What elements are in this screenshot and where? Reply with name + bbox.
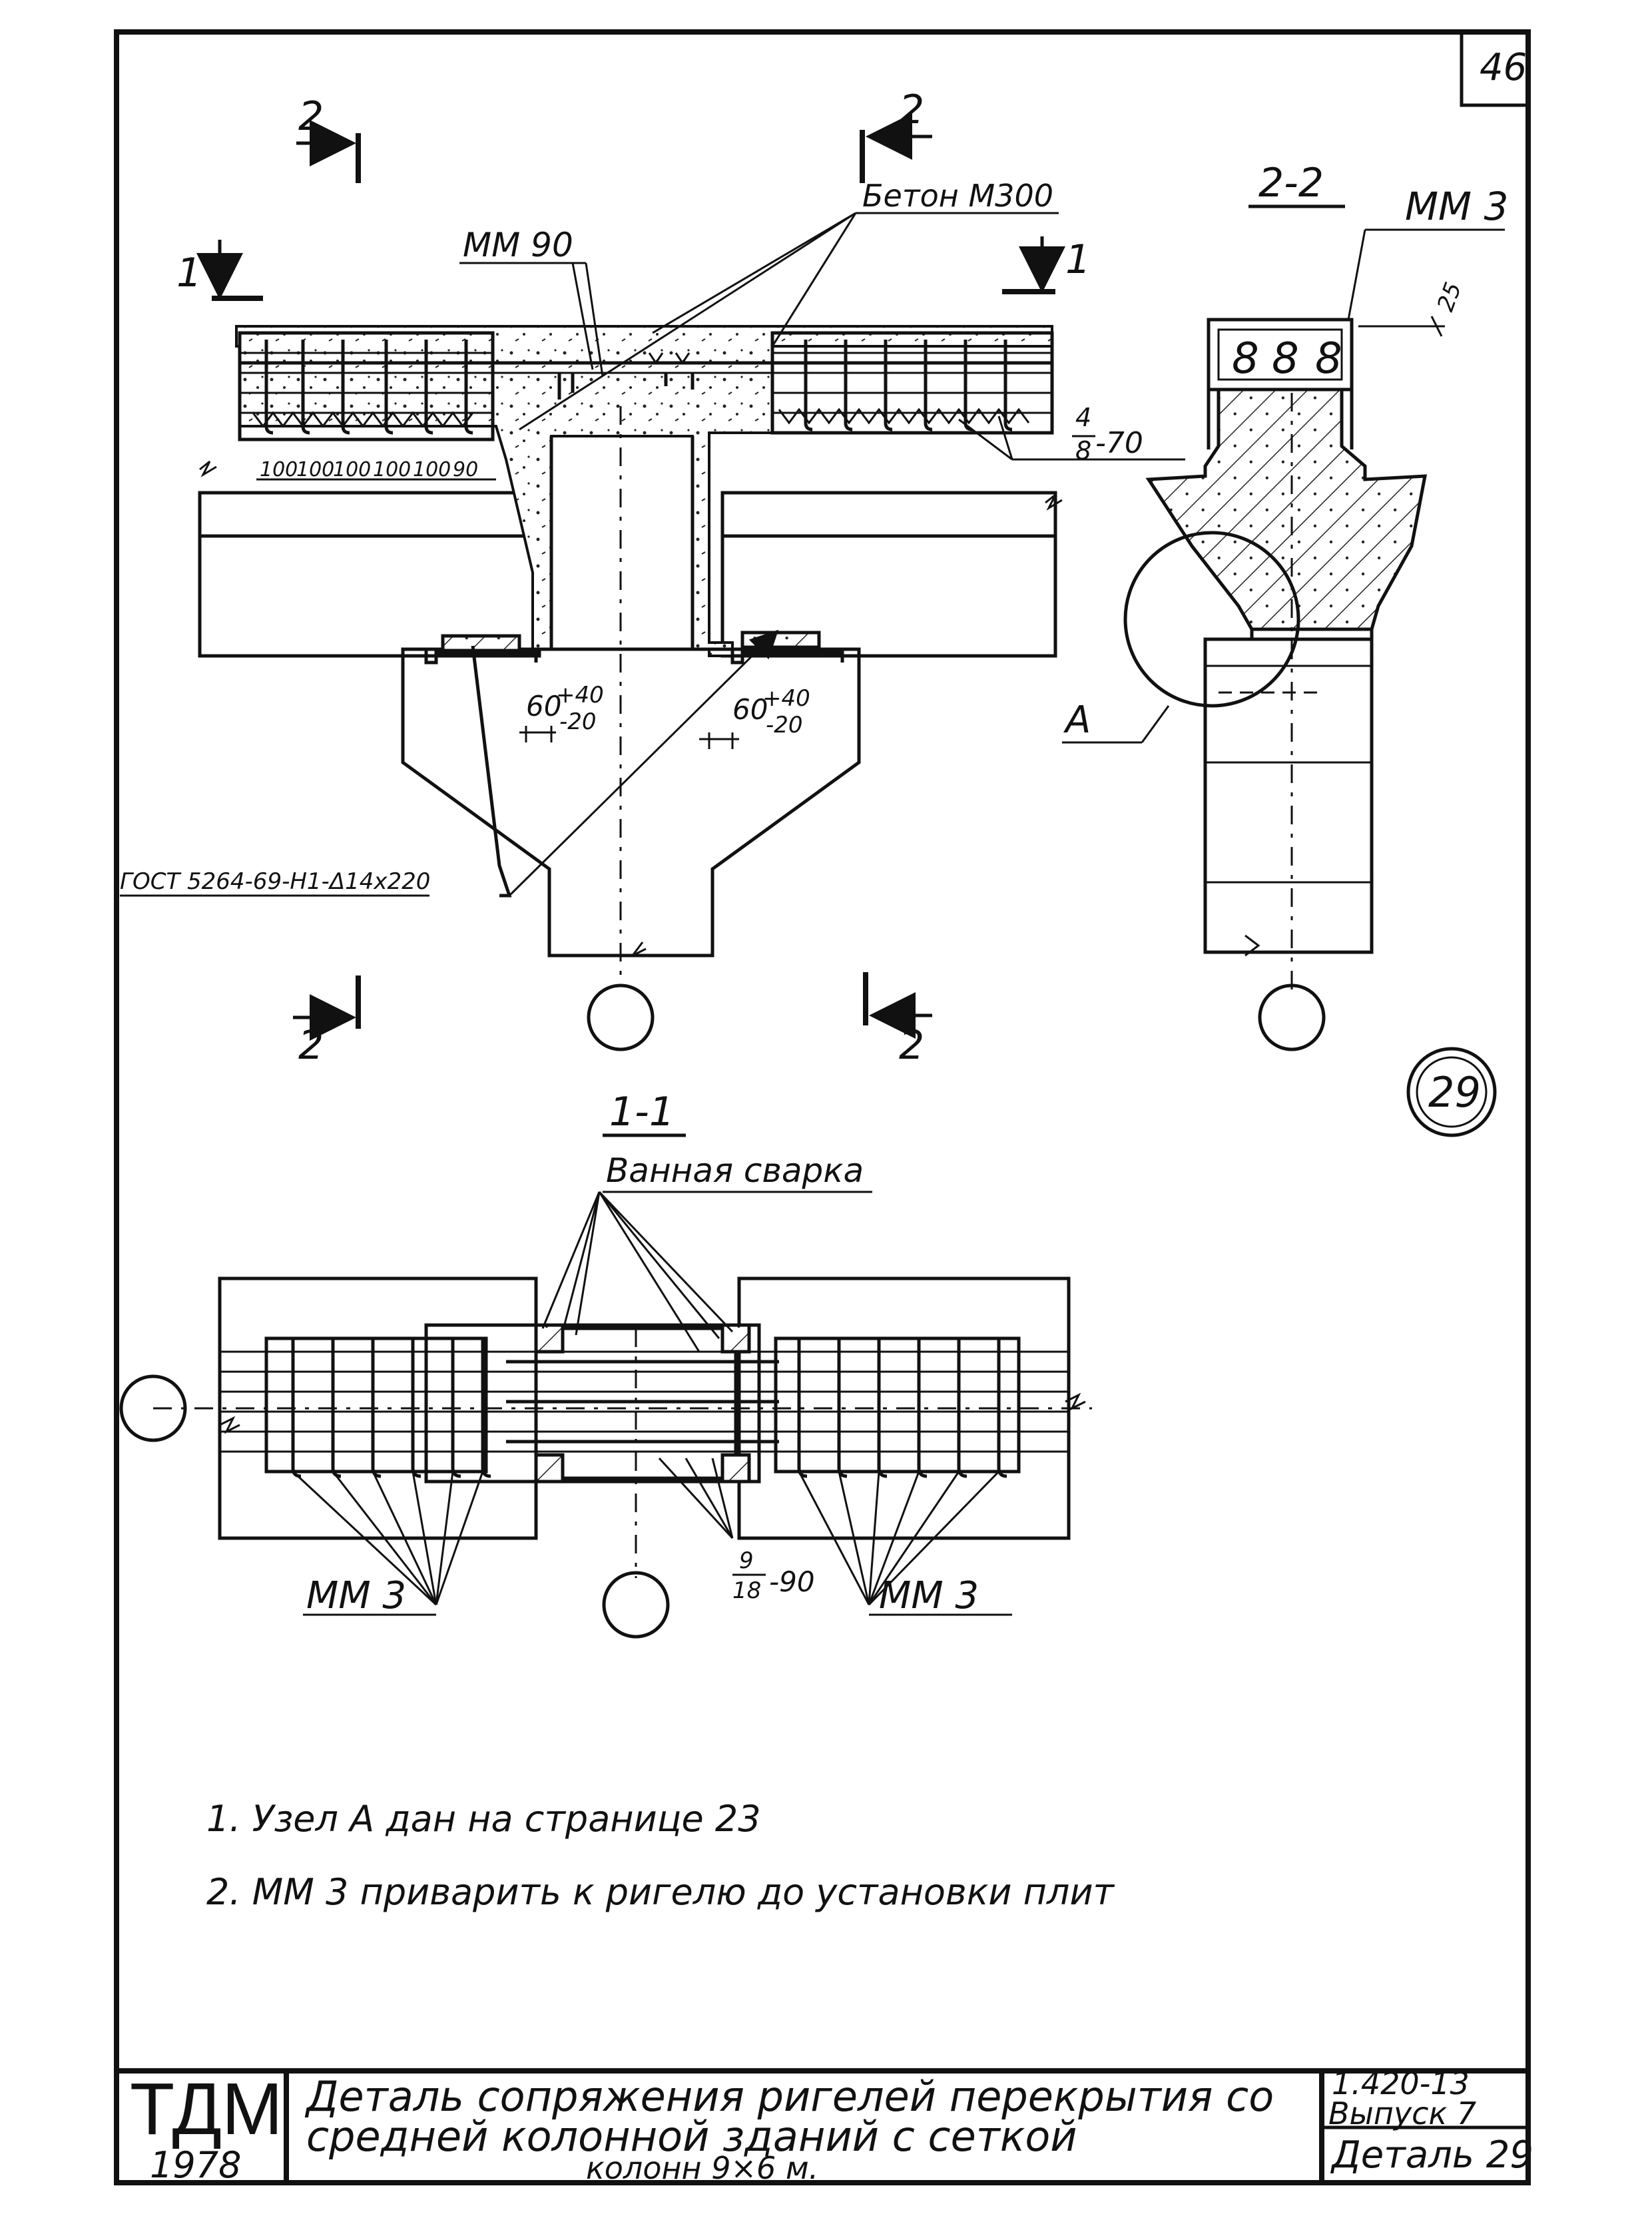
drawing-title-line-2: средней колонной зданий с сеткой xyxy=(306,2112,1077,2161)
section-1-1-plan: 1-1 Ванная сварка xyxy=(119,1089,1092,1639)
svg-text:2: 2 xyxy=(298,93,324,140)
svg-text:25: 25 xyxy=(1432,279,1467,315)
svg-text:-20: -20 xyxy=(559,708,597,735)
issue-number: Выпуск 7 xyxy=(1328,2095,1476,2131)
axis-bubble-section xyxy=(1258,983,1326,1051)
rebar-4-70-label: 4 8 -70 xyxy=(1072,403,1143,465)
svg-text:2: 2 xyxy=(899,87,924,133)
svg-text:60: 60 xyxy=(526,690,561,722)
org-year: 1978 xyxy=(150,2144,241,2186)
drawing-title-line-3: колонн 9×6 м. xyxy=(586,2150,818,2186)
note-1: 1. Узел А дан на странице 23 xyxy=(206,1798,761,1840)
svg-text:4: 4 xyxy=(1075,403,1091,432)
svg-text:100: 100 xyxy=(260,458,298,481)
section-mark-2-top-left: 2 xyxy=(296,93,361,183)
svg-text:100: 100 xyxy=(333,458,371,481)
section-mark-2-bottom-right: 2 xyxy=(863,972,932,1069)
svg-text:1: 1 xyxy=(176,250,202,296)
leader-lines-elevation xyxy=(120,212,1185,898)
middle-column xyxy=(401,406,861,1051)
section-mark-1-left: 1 xyxy=(176,240,263,301)
svg-text:-20: -20 xyxy=(766,712,803,738)
gap-dimension-right: 60 +40 -20 xyxy=(699,685,810,749)
page-number: 46 xyxy=(1480,46,1527,89)
svg-text:8: 8 xyxy=(1075,436,1091,465)
section-mark-2-bottom-left: 2 xyxy=(293,975,361,1069)
node-a-label: А xyxy=(1063,698,1091,742)
right-slab-reinforcement xyxy=(770,331,1054,435)
section-1-1-title: 1-1 xyxy=(609,1089,675,1135)
detail-badge-outer xyxy=(1406,1047,1497,1137)
section-mark-1-right: 1 xyxy=(1002,236,1091,294)
gost-weld-label: ГОСТ 5264-69-Н1-Δ14х220 xyxy=(120,868,430,895)
svg-text:+40: +40 xyxy=(762,685,810,712)
section-mark-2-top-right: 2 xyxy=(860,87,932,183)
leader-lines-plan xyxy=(292,1191,1012,1616)
mm3-label-section: ММ 3 xyxy=(1405,184,1508,229)
axis-bubble-plan-left xyxy=(119,1374,187,1442)
svg-text:100: 100 xyxy=(413,458,451,481)
svg-text:-70: -70 xyxy=(1095,426,1143,460)
sheet-frame xyxy=(114,29,1531,2185)
svg-text:-90: -90 xyxy=(769,1565,815,1598)
mm3-label-right: ММ 3 xyxy=(879,1574,979,1617)
elevation-view: 2 2 2 2 1 1 xyxy=(120,87,1185,1069)
bath-welding-label: Ванная сварка xyxy=(606,1151,864,1190)
note-2: 2. ММ 3 приварить к ригелю до установки … xyxy=(206,1871,1115,1913)
detail-number: Деталь 29 xyxy=(1330,2133,1533,2177)
svg-text:8: 8 xyxy=(1272,334,1299,384)
gap-dimension-left: 60 +40 -20 xyxy=(519,682,604,742)
section-2-2-view: 2-2 ММ 3 25 8 8 8 А xyxy=(1062,160,1508,1051)
node-a-callout-circle xyxy=(1123,531,1300,708)
svg-text:60: 60 xyxy=(732,693,768,726)
mm3-label-left: ММ 3 xyxy=(306,1574,406,1617)
detail-badge-number: 29 xyxy=(1428,1068,1481,1117)
title-block: ТДМ 1978 Деталь сопряжения ригелей перек… xyxy=(130,2066,1533,2186)
svg-text:90: 90 xyxy=(453,458,478,481)
section-2-2-title: 2-2 xyxy=(1258,160,1324,206)
mm90-label: ММ 90 xyxy=(463,226,573,264)
right-beam xyxy=(720,491,1057,658)
svg-text:100: 100 xyxy=(373,458,411,481)
rebar-9-90-label: 9 18 -90 xyxy=(732,1547,815,1604)
org-mark: ТДМ xyxy=(130,2068,283,2150)
svg-text:2: 2 xyxy=(298,1022,324,1069)
svg-text:8: 8 xyxy=(1315,334,1342,384)
detail-badge-inner xyxy=(1416,1056,1488,1128)
concrete-label: Бетон М300 xyxy=(862,178,1053,214)
svg-text:18: 18 xyxy=(732,1577,761,1604)
notes: 1. Узел А дан на странице 23 2. ММ 3 при… xyxy=(206,1798,1115,1913)
stirrup-spacing-dimension: 100 100 100 100 100 90 xyxy=(256,458,496,481)
beam-cross-section xyxy=(1145,388,1428,631)
svg-text:8: 8 xyxy=(1232,334,1259,384)
svg-text:1: 1 xyxy=(1065,236,1091,283)
axis-bubble-plan-bottom xyxy=(602,1571,670,1639)
svg-text:2: 2 xyxy=(899,1022,924,1069)
series-number: 1.420-13 xyxy=(1332,2066,1470,2101)
drawing-title-line-1: Деталь сопряжения ригелей перекрытия со xyxy=(304,2072,1274,2121)
svg-text:+40: +40 xyxy=(556,682,604,708)
axis-bubble-left-elevation xyxy=(587,983,655,1051)
left-beam xyxy=(198,491,541,658)
svg-text:9: 9 xyxy=(739,1547,754,1574)
svg-text:100: 100 xyxy=(296,458,334,481)
